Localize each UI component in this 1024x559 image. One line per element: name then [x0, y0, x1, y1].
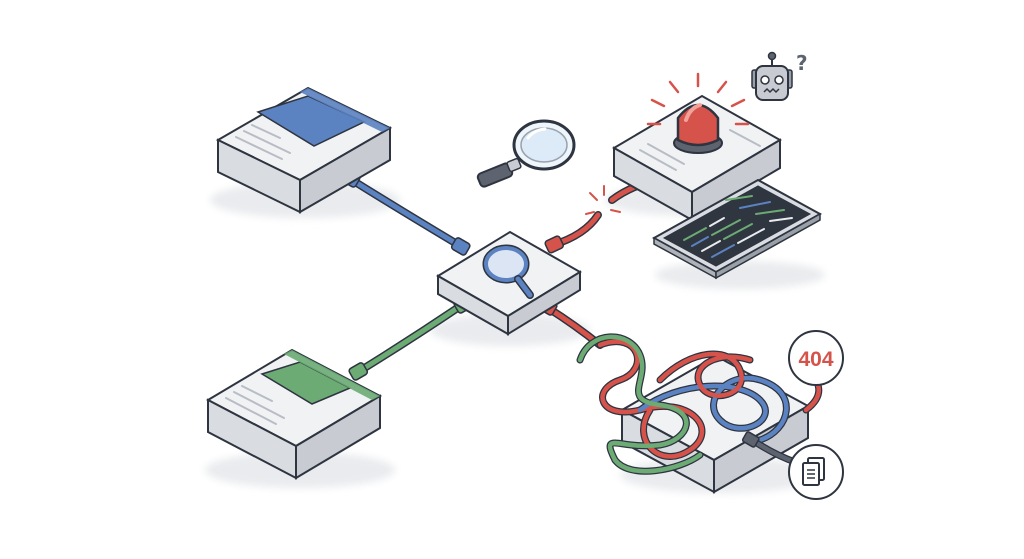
connector-red-hub-top — [544, 235, 564, 254]
robot-icon — [751, 51, 793, 101]
document-icon — [802, 457, 825, 486]
break-sparks — [585, 185, 621, 215]
document-badge — [788, 444, 844, 500]
cable-404 — [802, 381, 823, 414]
hub-magnifier-icon — [482, 244, 534, 299]
cable-green-line — [355, 302, 465, 375]
error-404-badge: 404 — [788, 330, 844, 386]
server-top-left — [215, 86, 393, 214]
server-bottom-left — [205, 348, 383, 480]
terminal-icon — [651, 178, 823, 280]
connector-green-server — [348, 362, 369, 381]
terminal-screen — [662, 185, 812, 267]
siren-icon — [646, 72, 750, 154]
cable-blue-line — [349, 177, 465, 250]
robot-question-mark: ? — [796, 51, 808, 75]
connector-blue-hub — [450, 237, 471, 256]
error-404-text: 404 — [798, 348, 833, 371]
central-hub — [436, 230, 582, 336]
magnifier-icon — [476, 119, 576, 188]
cable-tangle — [576, 333, 790, 475]
terminal-code-lines — [683, 195, 793, 258]
siren-rays — [646, 72, 750, 126]
